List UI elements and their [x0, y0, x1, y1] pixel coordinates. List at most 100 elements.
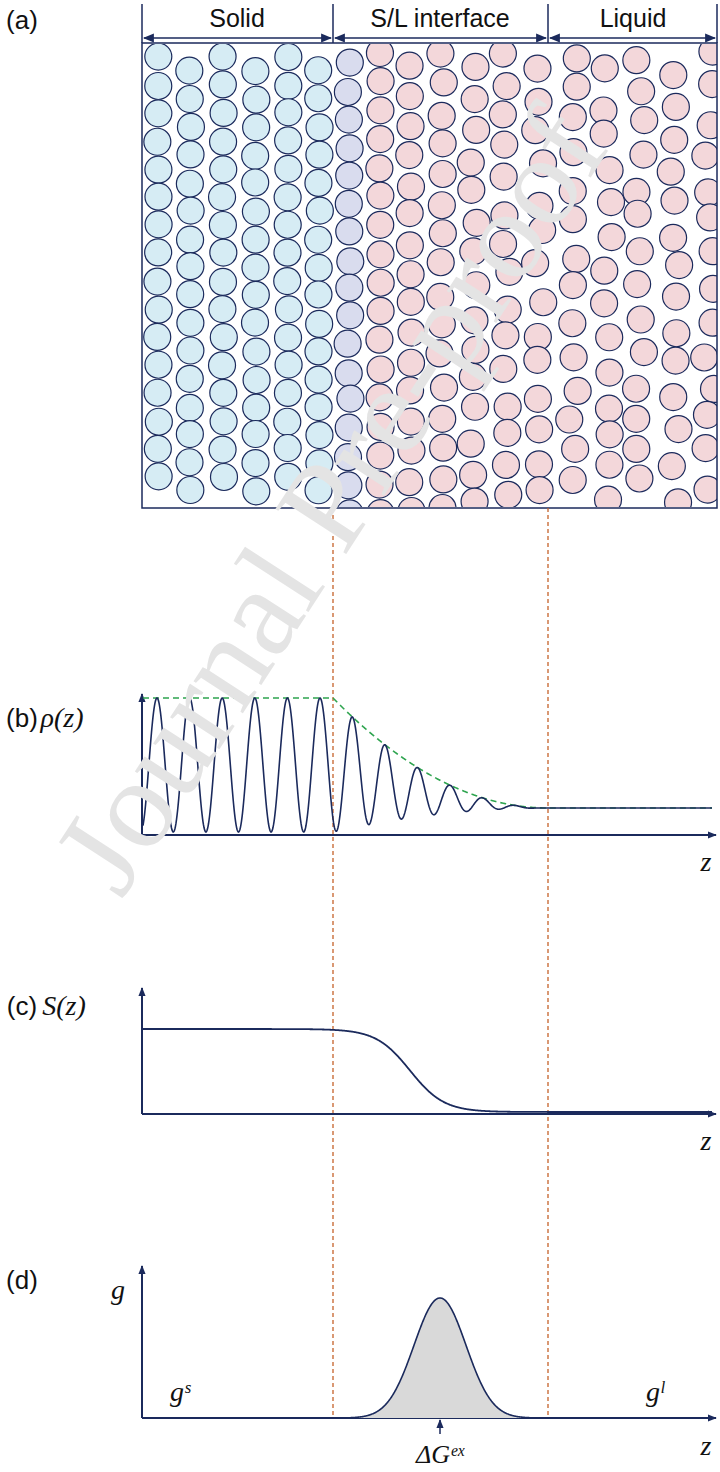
- atom: [337, 302, 364, 329]
- plot-curves: [143, 698, 712, 1418]
- atom: [596, 395, 623, 422]
- atom: [144, 323, 171, 350]
- atom: [396, 142, 423, 169]
- atom: [243, 366, 270, 393]
- atom: [144, 435, 171, 462]
- atom: [495, 481, 522, 507]
- atom: [623, 47, 650, 74]
- atom: [662, 93, 689, 120]
- atom: [591, 290, 618, 317]
- atom: [429, 495, 456, 507]
- atom: [275, 155, 302, 182]
- phase-energy-label: gˢ: [170, 1378, 190, 1406]
- atom: [177, 309, 204, 336]
- atom: [275, 296, 302, 323]
- atom: [145, 211, 172, 238]
- atom: [242, 309, 269, 336]
- atom: [274, 184, 301, 211]
- atom: [428, 102, 455, 129]
- atom: [242, 142, 269, 169]
- atom: [242, 169, 269, 196]
- atom: [524, 55, 551, 82]
- atom: [525, 451, 552, 478]
- atom: [427, 44, 454, 67]
- order-parameter-curve: [143, 1029, 712, 1112]
- atom: [274, 379, 301, 406]
- atom: [660, 224, 687, 251]
- atom: [210, 379, 237, 406]
- atom: [665, 416, 692, 443]
- atom: [243, 338, 270, 365]
- atom: [177, 226, 204, 253]
- atom: [692, 142, 717, 169]
- panel-letter: (b): [6, 705, 38, 731]
- atom: [335, 190, 362, 217]
- atom: [663, 320, 690, 347]
- atom: [596, 451, 623, 478]
- atom: [626, 465, 653, 492]
- atom: [397, 173, 424, 200]
- atom: [623, 435, 650, 462]
- atom: [367, 241, 394, 268]
- atom: [209, 212, 236, 239]
- atom: [661, 126, 688, 153]
- atom: [494, 419, 521, 446]
- atom: [559, 466, 586, 493]
- atom: [559, 272, 586, 299]
- atom: [626, 238, 653, 265]
- atom: [494, 393, 521, 420]
- region-label: S/L interface: [370, 6, 509, 31]
- phase-energy-label: gˡ: [646, 1378, 664, 1406]
- atom: [176, 86, 203, 113]
- atom: [210, 239, 237, 266]
- atom: [176, 394, 203, 421]
- atom: [396, 52, 423, 79]
- atom: [210, 99, 237, 126]
- atom: [367, 97, 394, 124]
- atom: [274, 268, 301, 295]
- atom: [367, 68, 394, 95]
- atom: [699, 238, 717, 265]
- atom: [305, 169, 332, 196]
- atom: [145, 183, 172, 210]
- atom: [596, 421, 623, 448]
- atom: [242, 254, 269, 281]
- atom: [210, 463, 237, 490]
- atom: [624, 200, 651, 227]
- atom: [462, 53, 489, 80]
- atom: [627, 306, 654, 333]
- atom: [177, 113, 204, 140]
- atom: [430, 69, 457, 96]
- atom: [367, 182, 394, 209]
- region-label: Liquid: [600, 6, 667, 31]
- atom: [305, 57, 332, 84]
- excess-energy-label: ΔGᵉˣ: [416, 1442, 464, 1468]
- region-brackets: [142, 4, 717, 43]
- atom: [242, 421, 269, 448]
- atom: [210, 128, 237, 155]
- atom: [631, 107, 658, 134]
- atom: [306, 197, 333, 224]
- atom: [429, 130, 456, 157]
- atom: [210, 324, 237, 351]
- atom: [697, 204, 717, 231]
- atom: [144, 268, 171, 295]
- atom: [145, 463, 172, 490]
- atom: [559, 310, 586, 337]
- atom: [305, 85, 332, 112]
- atom: [144, 128, 171, 155]
- atom: [209, 296, 236, 323]
- atom: [563, 45, 590, 72]
- atom: [524, 385, 551, 412]
- atom: [275, 44, 302, 70]
- atom: [489, 44, 516, 67]
- atom: [177, 197, 204, 224]
- atom: [524, 346, 551, 373]
- atom: [210, 408, 237, 435]
- atom: [699, 44, 717, 65]
- atom: [663, 283, 690, 310]
- atom: [275, 72, 302, 99]
- atom: [564, 377, 591, 404]
- atom: [275, 351, 302, 378]
